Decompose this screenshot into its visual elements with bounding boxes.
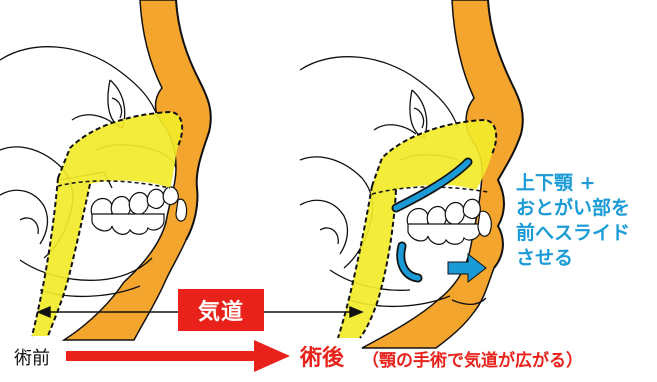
surgery-note-line: おとがい部を <box>516 196 630 221</box>
airway-badge: 気道 <box>178 289 264 331</box>
skull-after <box>300 0 523 348</box>
airway-label: 気道 <box>198 294 244 326</box>
process-arrow <box>66 340 290 372</box>
after-note: （顎の手術で気道が広がる） <box>362 346 583 371</box>
after-label: 術後 <box>300 340 344 372</box>
before-label: 術前 <box>14 344 50 370</box>
surgery-note-line: させる <box>516 246 630 271</box>
surgery-note-line: 前へスライド <box>516 221 630 246</box>
surgery-note: 上下顎 + おとがい部を 前へスライド させる <box>516 171 630 271</box>
surgery-note-line: 上下顎 + <box>516 171 630 196</box>
